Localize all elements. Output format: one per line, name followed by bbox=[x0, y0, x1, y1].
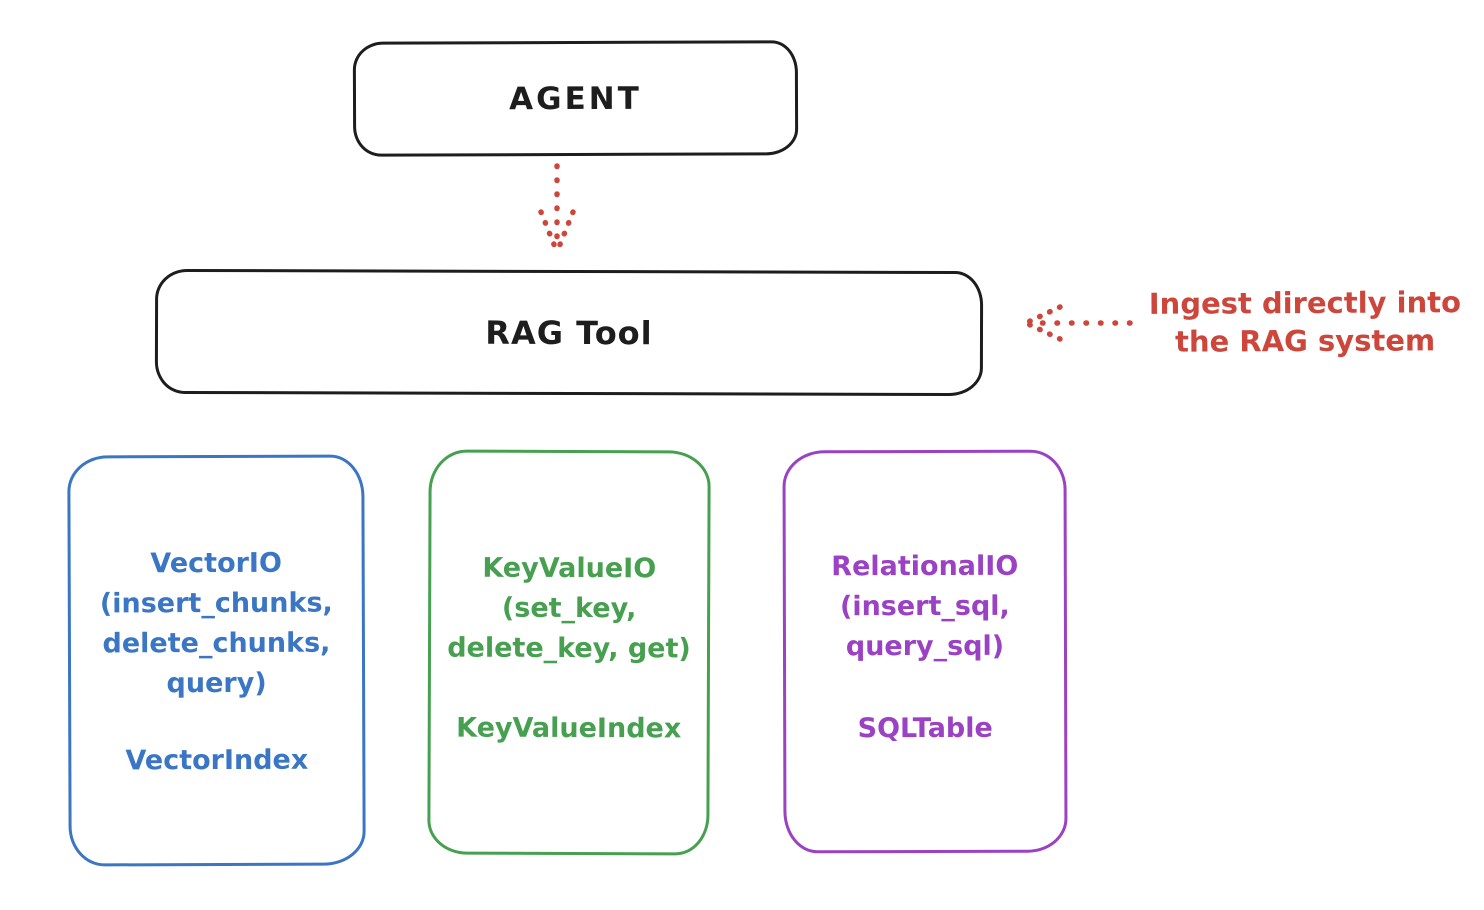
vector-io-methods-line1: (insert_chunks, bbox=[99, 587, 333, 620]
arrow-ingest-into-rag-tool-icon bbox=[1023, 304, 1133, 342]
agent-node: AGENT bbox=[352, 40, 799, 157]
agent-node-label: AGENT bbox=[509, 80, 642, 117]
vector-index-label: VectorIndex bbox=[125, 744, 309, 777]
ingest-annotation: Ingest directly into the RAG system bbox=[1140, 283, 1470, 361]
vector-io-box: VectorIO (insert_chunks, delete_chunks, … bbox=[67, 454, 366, 867]
key-value-index-label: KeyValueIndex bbox=[456, 712, 682, 745]
rag-tool-node: RAG Tool bbox=[154, 268, 984, 397]
vector-io-methods-line3: query) bbox=[166, 667, 267, 700]
relational-io-methods-line2: query_sql) bbox=[845, 630, 1005, 663]
key-value-io-methods-line2: delete_key, get) bbox=[447, 632, 691, 665]
vector-io-methods-line2: delete_chunks, bbox=[102, 627, 331, 660]
key-value-io-box: KeyValueIO (set_key, delete_key, get) Ke… bbox=[427, 449, 711, 856]
arrow-agent-to-rag-tool-icon bbox=[538, 163, 576, 255]
relational-io-title: RelationalIO bbox=[831, 550, 1019, 583]
key-value-io-methods-line1: (set_key, bbox=[501, 592, 637, 625]
key-value-io-title: KeyValueIO bbox=[482, 552, 657, 585]
sql-table-label: SQLTable bbox=[857, 712, 993, 745]
relational-io-methods-line1: (insert_sql, bbox=[839, 590, 1010, 623]
rag-tool-node-label: RAG Tool bbox=[485, 313, 653, 352]
ingest-annotation-line1: Ingest directly into bbox=[1148, 285, 1462, 321]
vector-io-title: VectorIO bbox=[150, 547, 282, 580]
relational-io-box: RelationalIO (insert_sql, query_sql) SQL… bbox=[782, 449, 1068, 854]
ingest-annotation-line2: the RAG system bbox=[1174, 323, 1436, 359]
